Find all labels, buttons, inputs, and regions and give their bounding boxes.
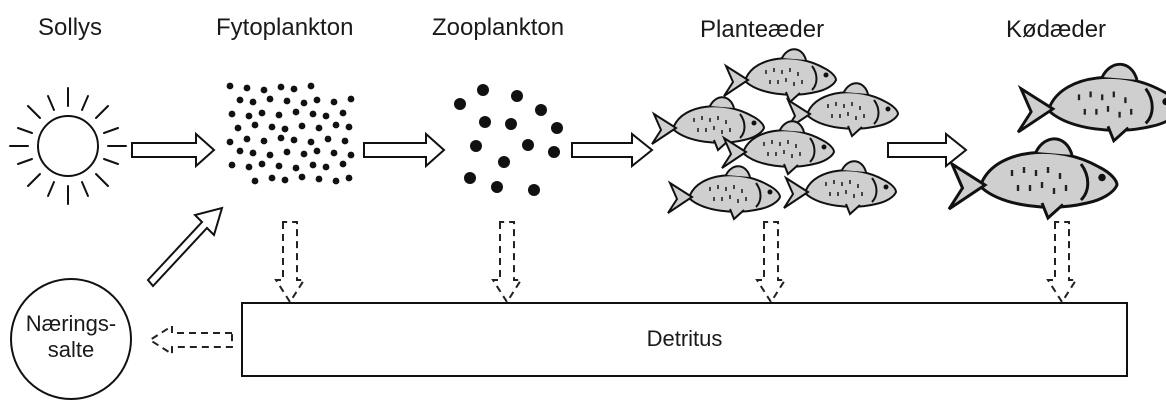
detritus-box <box>241 302 1128 377</box>
phytoplankton-dot <box>345 174 353 182</box>
phytoplankton-dot <box>260 137 268 145</box>
phytoplankton-dot <box>298 173 306 181</box>
label-phytoplankton: Fytoplankton <box>216 14 354 41</box>
phytoplankton-dot <box>313 147 321 155</box>
label-herbivores: Planteæder <box>700 16 825 43</box>
label-carnivores: Kødæder <box>1006 16 1107 43</box>
phytoplankton-dot <box>300 99 308 107</box>
flow-arrows <box>131 131 968 288</box>
phytoplankton-dot <box>268 174 276 182</box>
phytoplankton-dot <box>249 149 257 157</box>
phytoplankton-dot <box>290 136 298 144</box>
phytoplankton-dot <box>251 177 259 185</box>
phytoplankton-dot <box>347 151 355 159</box>
detritus-arrows <box>275 221 1077 303</box>
phytoplankton-dot <box>258 109 266 117</box>
phytoplankton-dot <box>315 175 323 183</box>
phytoplankton-dot <box>339 160 347 168</box>
phytoplankton-dot <box>324 135 332 143</box>
phytoplankton-dot <box>313 96 321 104</box>
phytoplankton-dot <box>281 176 289 184</box>
phytoplankton-dots <box>226 82 355 185</box>
phytoplankton-dot <box>243 135 251 143</box>
herbivore-fish-group <box>651 48 899 220</box>
phytoplankton-dot <box>341 137 349 145</box>
phytoplankton-dot <box>330 98 338 106</box>
phytoplankton-dot <box>258 160 266 168</box>
phytoplankton-dot <box>332 177 340 185</box>
phytoplankton-dot <box>283 148 291 156</box>
phytoplankton-dot <box>226 138 234 146</box>
nutrients-circle <box>10 278 132 400</box>
phytoplankton-dot <box>307 138 315 146</box>
phytoplankton-dot <box>275 162 283 170</box>
phytoplankton-dot <box>234 124 242 132</box>
phytoplankton-dot <box>277 83 285 91</box>
phytoplankton-dot <box>243 84 251 92</box>
phytoplankton-dot <box>245 163 253 171</box>
phytoplankton-dot <box>236 147 244 155</box>
phytoplankton-dot <box>283 97 291 105</box>
phytoplankton-dot <box>290 85 298 93</box>
phytoplankton-dot <box>345 123 353 131</box>
nutrients-label-line2: salte <box>47 337 95 362</box>
phytoplankton-dot <box>347 95 355 103</box>
nutrients-label: Nærings- salte <box>11 311 131 363</box>
phytoplankton-dot <box>249 98 257 106</box>
carnivore-fish-group <box>947 62 1166 220</box>
phytoplankton-dot <box>268 123 276 131</box>
recycle-arrow <box>148 324 233 356</box>
phytoplankton-dot <box>315 124 323 132</box>
label-sun: Sollys <box>38 14 103 41</box>
nutrients-label-line1: Nærings- <box>25 311 117 336</box>
phytoplankton-dot <box>275 111 283 119</box>
phytoplankton-dot <box>309 110 317 118</box>
label-zooplankton: Zooplankton <box>432 14 565 41</box>
phytoplankton-dot <box>266 151 274 159</box>
phytoplankton-dot <box>236 96 244 104</box>
phytoplankton-dot <box>339 109 347 117</box>
phytoplankton-dot <box>332 121 340 129</box>
phytoplankton-dot <box>226 82 234 90</box>
detritus-label: Detritus <box>646 326 723 351</box>
phytoplankton-dot <box>228 161 236 169</box>
phytoplankton-dot <box>266 95 274 103</box>
sun-icon <box>9 87 127 205</box>
phytoplankton-dot <box>300 150 308 158</box>
zooplankton-dots <box>454 84 563 196</box>
phytoplankton-dot <box>322 163 330 171</box>
phytoplankton-dot <box>307 82 315 90</box>
phytoplankton-dot <box>309 161 317 169</box>
phytoplankton-dot <box>277 134 285 142</box>
phytoplankton-dot <box>292 108 300 116</box>
phytoplankton-dot <box>260 86 268 94</box>
phytoplankton-dot <box>245 112 253 120</box>
phytoplankton-dot <box>298 122 306 130</box>
phytoplankton-dot <box>330 149 338 157</box>
phytoplankton-dot <box>292 164 300 172</box>
phytoplankton-dot <box>251 121 259 129</box>
phytoplankton-dot <box>322 112 330 120</box>
phytoplankton-dot <box>281 125 289 133</box>
phytoplankton-dot <box>228 110 236 118</box>
